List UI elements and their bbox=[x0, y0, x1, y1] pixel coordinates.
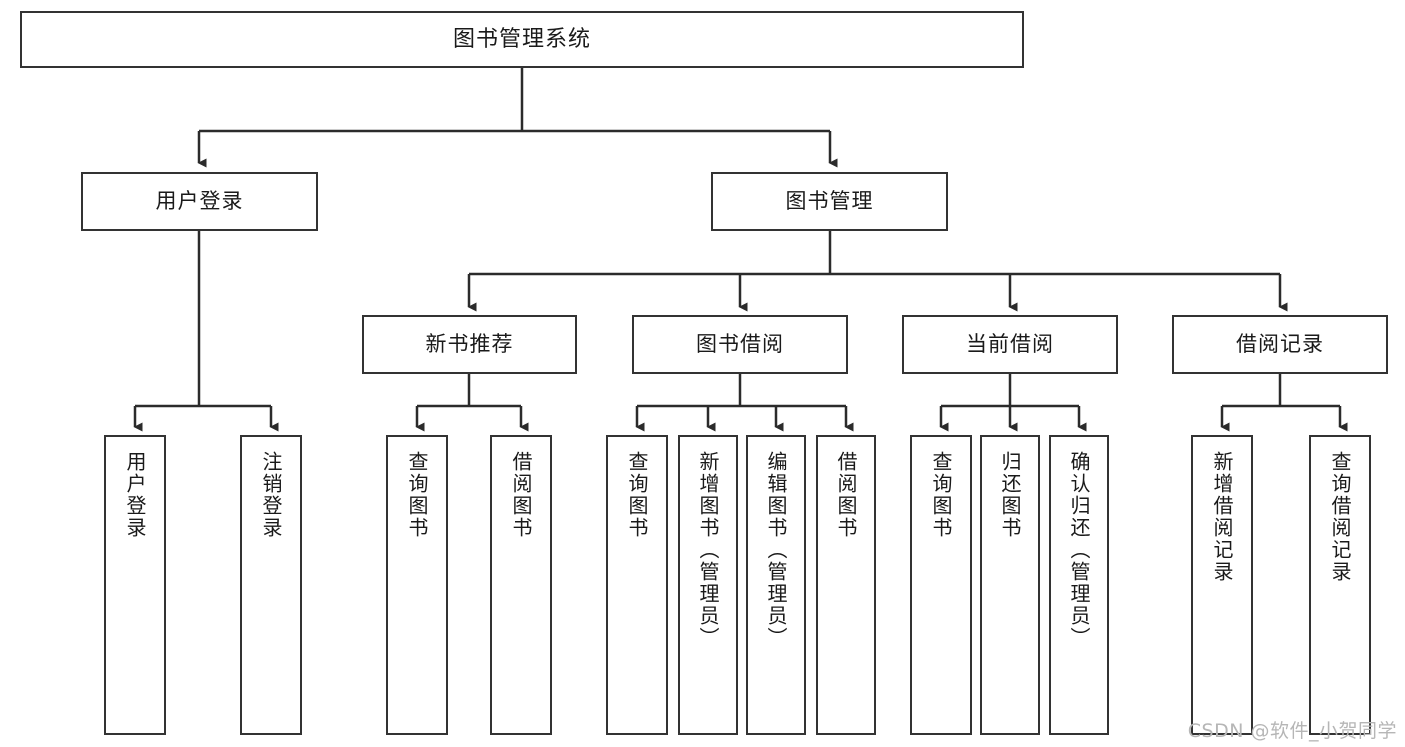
node-label: 查询借阅记录 bbox=[1328, 451, 1352, 583]
node-label: 图书管理系统 bbox=[452, 26, 591, 52]
node-label: 新增借阅记录 bbox=[1210, 451, 1234, 583]
node-label: 查询图书 bbox=[625, 451, 649, 539]
node-label: 归还图书 bbox=[998, 451, 1022, 539]
node-label: 查询图书 bbox=[405, 451, 429, 539]
leaf-current-confirm-return[interactable]: 确认归还（管理员） bbox=[1049, 435, 1109, 735]
watermark-text: CSDN @软件_小贺同学 bbox=[1187, 720, 1397, 742]
leaf-record-query-record[interactable]: 查询借阅记录 bbox=[1309, 435, 1371, 735]
node-label: 查询图书 bbox=[929, 451, 953, 539]
node-book-borrow[interactable]: 图书借阅 bbox=[632, 315, 848, 374]
node-label: 用户登录 bbox=[123, 451, 147, 539]
node-book-management[interactable]: 图书管理 bbox=[711, 172, 948, 231]
node-label: 借阅记录 bbox=[1236, 332, 1324, 357]
node-label: 借阅图书 bbox=[834, 451, 858, 539]
leaf-user-login-logout[interactable]: 注销登录 bbox=[240, 435, 302, 735]
node-label: 图书管理 bbox=[785, 189, 874, 214]
node-label: 用户登录 bbox=[155, 189, 244, 214]
node-user-login[interactable]: 用户登录 bbox=[81, 172, 318, 231]
leaf-borrow-borrow-book[interactable]: 借阅图书 bbox=[816, 435, 876, 735]
node-label: 借阅图书 bbox=[509, 451, 533, 539]
node-current-borrow[interactable]: 当前借阅 bbox=[902, 315, 1118, 374]
node-label: 图书借阅 bbox=[696, 332, 784, 357]
node-root-system[interactable]: 图书管理系统 bbox=[20, 11, 1024, 68]
leaf-user-login-login[interactable]: 用户登录 bbox=[104, 435, 166, 735]
leaf-recommend-borrow-book[interactable]: 借阅图书 bbox=[490, 435, 552, 735]
node-label: 当前借阅 bbox=[966, 332, 1054, 357]
node-label: 确认归还（管理员） bbox=[1067, 451, 1091, 649]
node-label: 新书推荐 bbox=[425, 332, 514, 357]
leaf-borrow-edit-book[interactable]: 编辑图书（管理员） bbox=[746, 435, 806, 735]
leaf-borrow-query-book[interactable]: 查询图书 bbox=[606, 435, 668, 735]
leaf-current-query-book[interactable]: 查询图书 bbox=[910, 435, 972, 735]
node-label: 新增图书（管理员） bbox=[696, 451, 720, 649]
leaf-recommend-query-book[interactable]: 查询图书 bbox=[386, 435, 448, 735]
leaf-record-add-record[interactable]: 新增借阅记录 bbox=[1191, 435, 1253, 735]
node-borrow-record[interactable]: 借阅记录 bbox=[1172, 315, 1388, 374]
node-label: 注销登录 bbox=[259, 451, 283, 539]
leaf-borrow-add-book[interactable]: 新增图书（管理员） bbox=[678, 435, 738, 735]
node-new-book-recommend[interactable]: 新书推荐 bbox=[362, 315, 577, 374]
leaf-current-return-book[interactable]: 归还图书 bbox=[980, 435, 1040, 735]
node-label: 编辑图书（管理员） bbox=[764, 451, 788, 649]
